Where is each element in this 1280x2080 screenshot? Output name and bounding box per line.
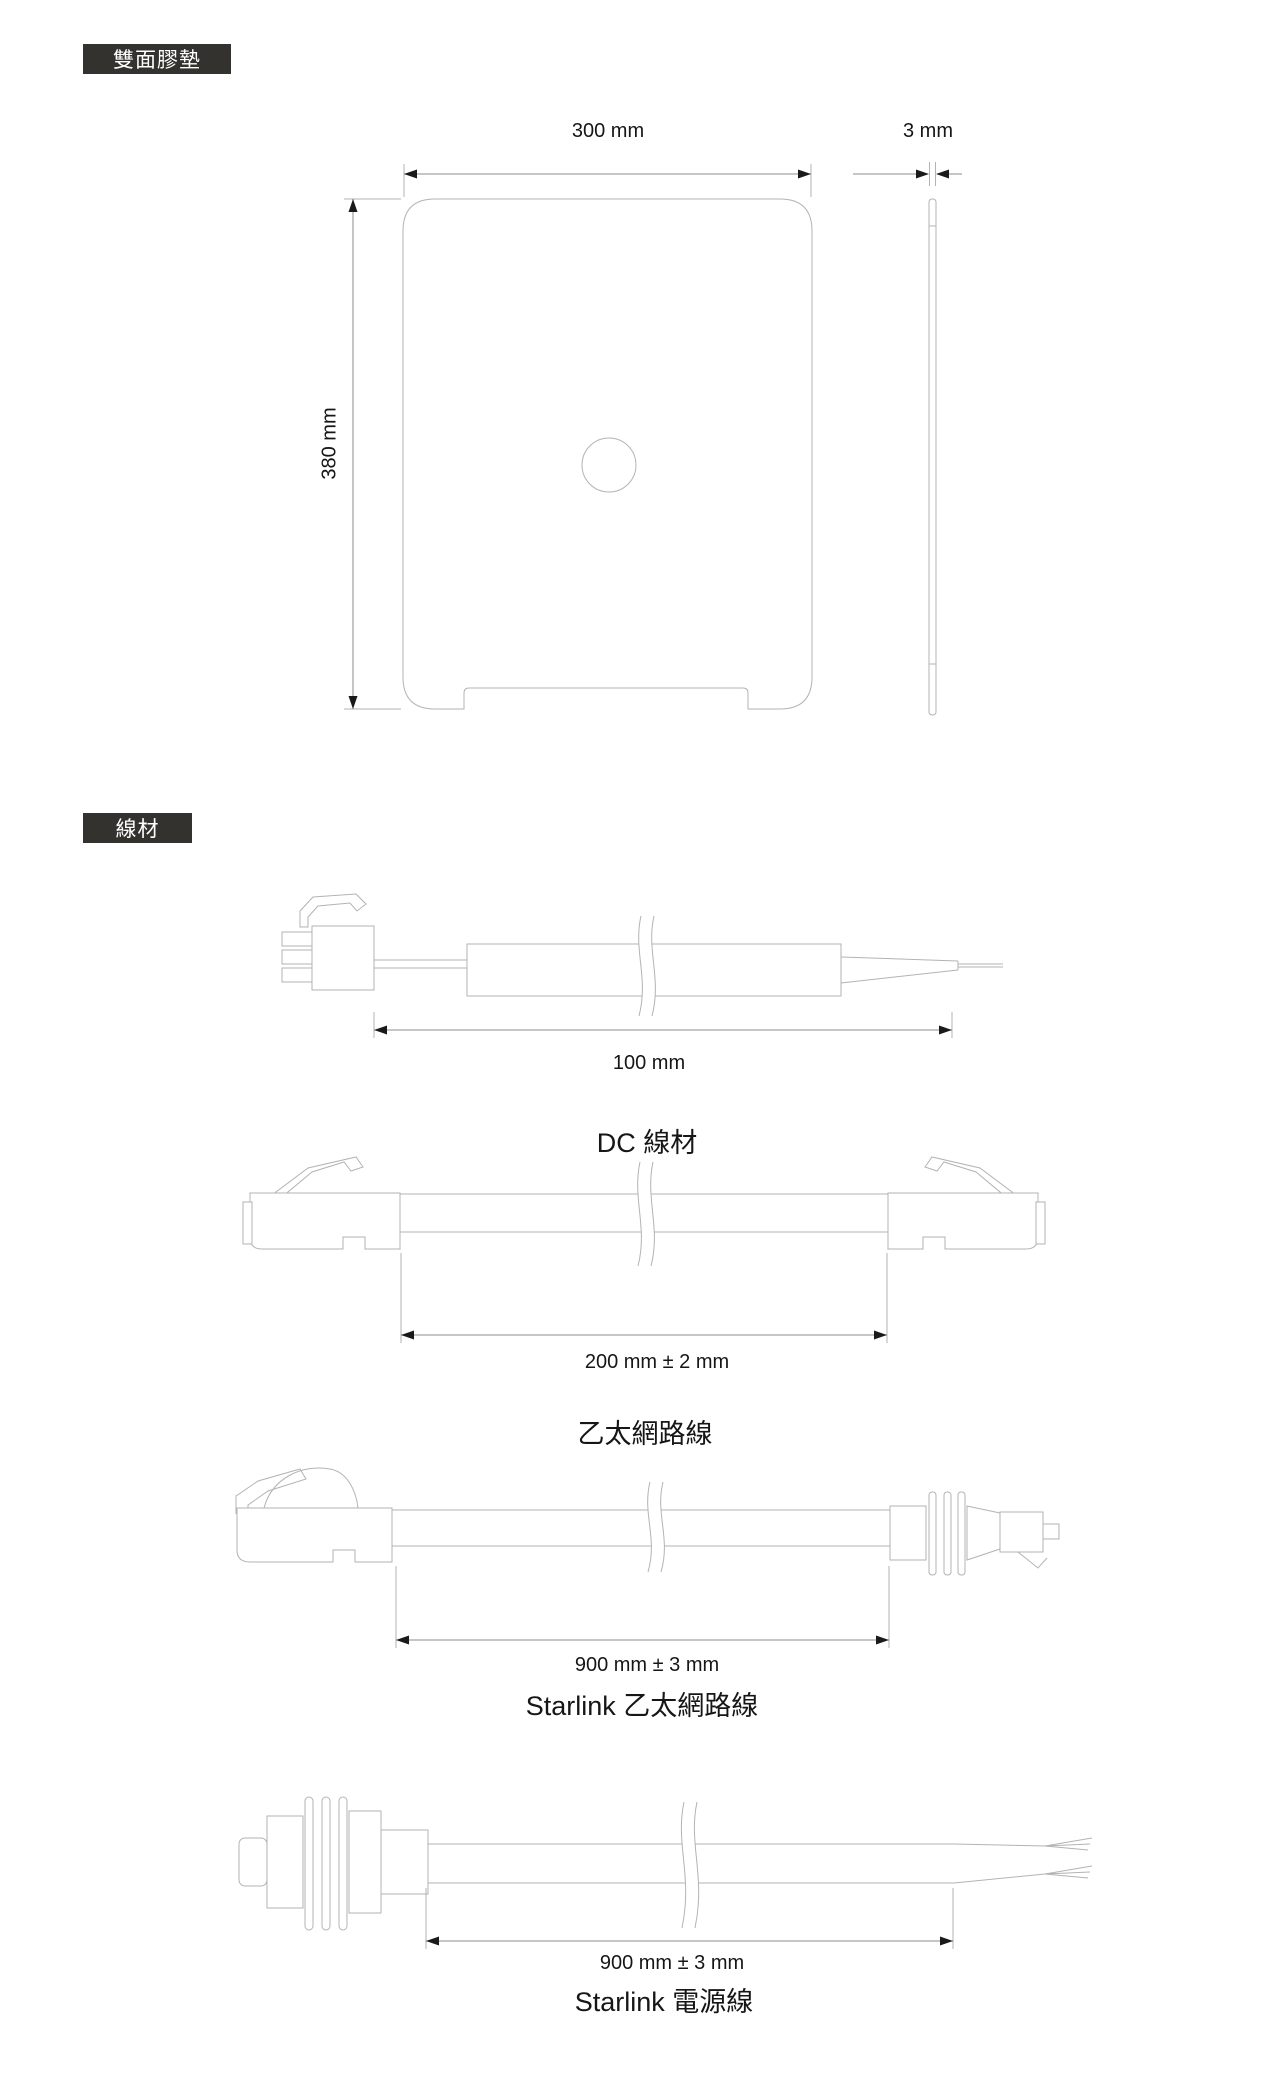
pad-thickness-dimension: [853, 162, 962, 186]
pad-thickness-label: 3 mm: [903, 120, 953, 142]
pad-side-view-drawing: [928, 198, 937, 716]
pad-height-dimension: [344, 198, 401, 710]
ethernet-cable-drawing: [242, 1156, 1046, 1267]
ethernet-cable-title: 乙太網路線: [577, 1419, 713, 1449]
ethernet-cable-length-label: 200 mm ± 2 mm: [584, 1351, 730, 1373]
starlink-power-cable-drawing: [238, 1796, 1093, 1931]
section-badge-cables: 線材: [83, 813, 192, 843]
starlink-power-cable-dimension: [425, 1888, 954, 1949]
dc-cable-title: DC 線材: [596, 1128, 698, 1158]
starlink-ethernet-cable-length-label: 900 mm ± 3 mm: [574, 1654, 720, 1676]
starlink-power-cable-length-label: 900 mm ± 3 mm: [599, 1952, 745, 1974]
pad-center-hole: [581, 437, 637, 493]
starlink-ethernet-cable-title: Starlink 乙太網路線: [525, 1691, 759, 1721]
ethernet-cable-dimension: [400, 1253, 888, 1343]
dc-cable-length-label: 100 mm: [612, 1052, 686, 1074]
starlink-power-cable-title: Starlink 電源線: [574, 1987, 754, 2017]
pad-width-dimension: [403, 164, 812, 197]
starlink-ethernet-cable-dimension: [395, 1566, 890, 1648]
pad-width-label: 300 mm: [571, 120, 645, 142]
dc-cable-dimension: [373, 1012, 953, 1038]
starlink-ethernet-cable-drawing: [235, 1467, 1060, 1576]
dc-cable-drawing: [281, 893, 1003, 1017]
pad-front-view-drawing: [402, 198, 813, 710]
pad-height-label: 380 mm: [318, 407, 341, 480]
section-badge-adhesive-pad: 雙面膠墊: [83, 44, 231, 74]
